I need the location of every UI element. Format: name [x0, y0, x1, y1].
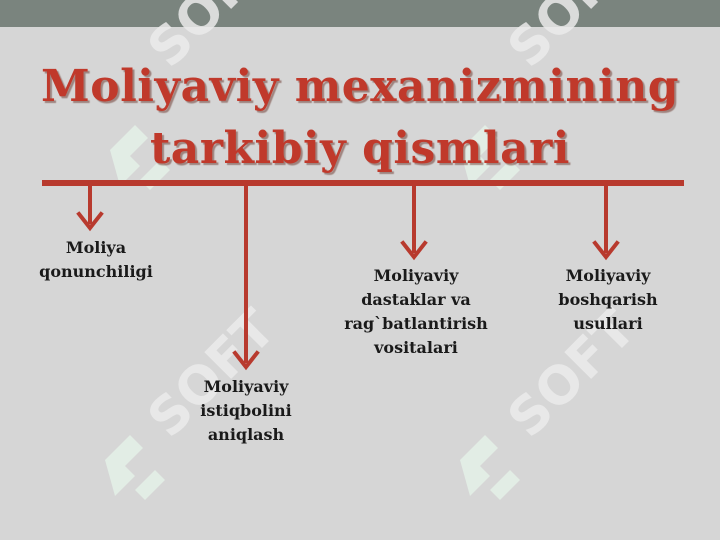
- component-label-line: usullari: [573, 314, 643, 333]
- component-label-line: Moliya: [65, 238, 127, 257]
- component-label-line: dastaklar va: [361, 290, 471, 309]
- component-label-line: Moliyaviy: [373, 266, 459, 285]
- connector-lines: [42, 180, 684, 371]
- top-bar: [0, 0, 720, 27]
- component-label-4: Moliyaviy boshqarish usullari: [528, 264, 688, 336]
- component-label-line: qonunchiligi: [39, 262, 153, 281]
- component-label-2: Moliyaviy istiqbolini aniqlash: [166, 375, 326, 447]
- component-label-line: boshqarish: [558, 290, 658, 309]
- component-label-3: Moliyaviy dastaklar va rag`batlantirish vos…: [336, 264, 496, 360]
- component-label-line: aniqlash: [207, 425, 285, 444]
- arrow-head-4: [592, 240, 620, 261]
- title-line-1: Moliyaviy mexanizmining: [41, 61, 679, 112]
- component-label-line: vositalari: [374, 338, 458, 357]
- arrow-head-2: [232, 350, 260, 371]
- component-label-line: Moliyaviy: [203, 377, 289, 396]
- component-label-line: rag`batlantirish: [344, 314, 488, 333]
- arrow-head-1: [76, 211, 104, 232]
- arrow-head-3: [400, 240, 428, 261]
- component-label-1: Moliya qonunchiligi: [16, 236, 176, 284]
- title-line-2: tarkibiy qismlari: [149, 123, 570, 174]
- component-label-line: istiqbolini: [200, 401, 292, 420]
- component-label-line: Moliyaviy: [565, 266, 651, 285]
- slide-title: Moliyaviy mexanizmining tarkibiy qismlar…: [0, 56, 720, 180]
